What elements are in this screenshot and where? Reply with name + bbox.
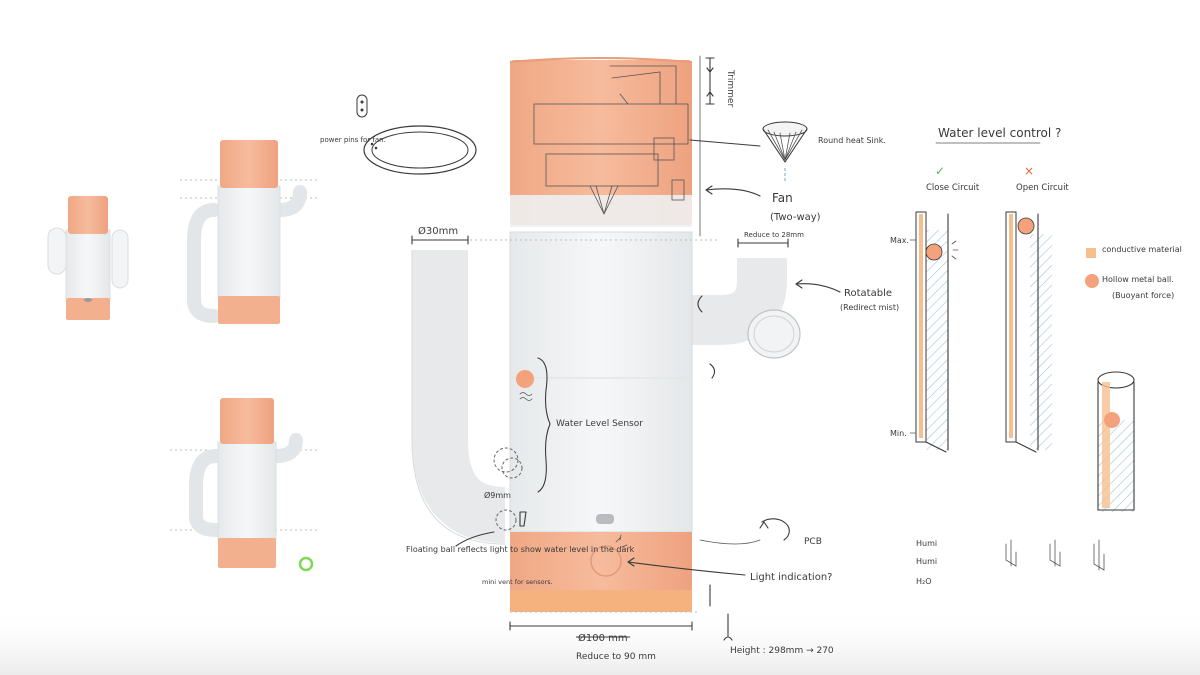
rotatable-label: Rotatable — [844, 288, 892, 299]
round-heat-sink-label: Round heat Sink. — [818, 136, 886, 145]
pcb-annotation: PCB — [699, 518, 822, 547]
open-circuit-label: Open Circuit — [1016, 183, 1069, 193]
light-indication-label: Light indication? — [750, 572, 832, 583]
cross-mark-icon: × — [1024, 164, 1034, 178]
humi-2-label: Humi — [916, 557, 937, 566]
render-medium-side — [180, 140, 320, 324]
power-pins-label: power pins for fan. — [320, 136, 386, 144]
height-label: Height : 298mm → 270 — [730, 646, 834, 656]
close-circuit-label: Close Circuit — [926, 183, 980, 193]
light-indication-annotation: Light indication? — [627, 557, 832, 583]
check-mark-icon: ✓ — [935, 164, 945, 178]
legend-ball-label: Hollow metal ball. — [1102, 275, 1174, 284]
status-ring-icon — [298, 556, 314, 572]
floating-ball-label: Floating ball reflects light to show wat… — [406, 545, 635, 554]
pcb-label: PCB — [804, 537, 822, 547]
ball-swatch-icon — [1085, 274, 1099, 288]
float-ball-annotation: Ø9mm Floating ball reflects light to sho… — [406, 447, 635, 586]
render-medium-front — [170, 398, 320, 572]
diameter-100-annotation: Ø100 mm Reduce to 90 mm — [509, 621, 693, 662]
diameter-30-annotation: Ø30mm — [411, 225, 469, 245]
diameter-9-label: Ø9mm — [484, 490, 511, 500]
render-small-front — [47, 196, 129, 320]
fan-label: Fan — [772, 191, 793, 205]
water-level-sensor-label: Water Level Sensor — [556, 419, 643, 429]
sensor-glyph-icon — [1049, 539, 1061, 567]
sensor-glyph-icon — [1005, 539, 1017, 567]
water-level-sensor-annotation: Water Level Sensor — [537, 357, 643, 493]
diameter-100-label: Ø100 mm — [578, 632, 628, 644]
rotatable-sub-label: (Redirect mist) — [840, 303, 899, 312]
power-pins-annotation: power pins for fan. — [320, 94, 477, 175]
max-label: Max. — [890, 236, 909, 245]
water-level-title: Water level control ? — [938, 126, 1061, 140]
diameter-30-label: Ø30mm — [418, 225, 458, 237]
trimmer-label: Trimmer — [725, 69, 735, 107]
trimmer-annotation: Trimmer — [705, 57, 735, 107]
main-device — [411, 55, 801, 613]
heat-sink-annotation: Round heat Sink. — [689, 121, 886, 182]
conductive-swatch-icon — [1086, 248, 1096, 258]
rotatable-annotation: Rotatable (Redirect mist) — [697, 279, 899, 379]
water-level-control-panel: Water level control ? ✓ × Close Circuit … — [890, 126, 1182, 586]
fan-sub-label: (Two-way) — [770, 212, 821, 223]
h2o-label: H₂O — [916, 577, 932, 586]
fan-annotation: Fan (Two-way) — [705, 185, 821, 223]
humi-1-label: Humi — [916, 539, 937, 548]
sensor-glyph-icon — [1093, 539, 1105, 571]
reduce-28-label: Reduce to 28mm — [744, 231, 804, 239]
legend-buoyant-label: (Buoyant force) — [1112, 291, 1174, 300]
floor-shadow — [0, 605, 1200, 675]
legend-conductive-label: conductive material — [1102, 245, 1182, 254]
reduce-28-annotation: Reduce to 28mm — [737, 231, 804, 248]
reduce-90-label: Reduce to 90 mm — [576, 652, 656, 662]
height-annotation: Height : 298mm → 270 — [709, 584, 834, 656]
min-label: Min. — [890, 429, 907, 438]
mini-vent-label: mini vent for sensors. — [482, 578, 553, 586]
